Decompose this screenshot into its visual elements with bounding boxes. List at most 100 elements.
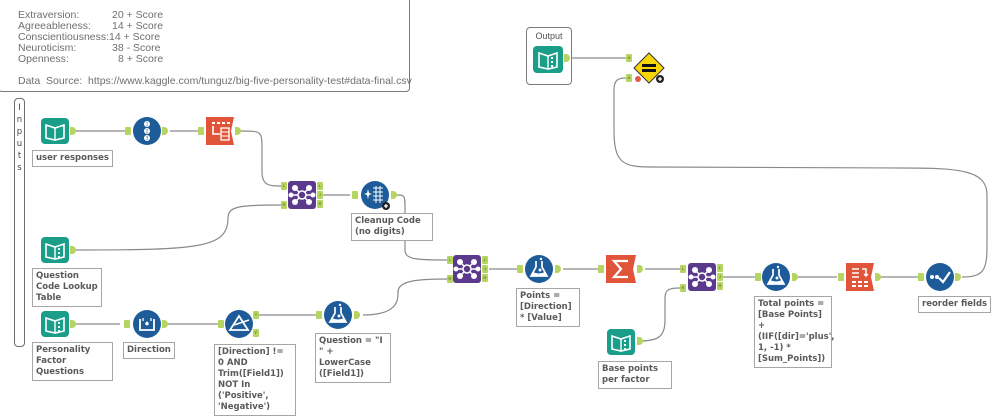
comment-line-openness: Openness:8 + Score [18,53,164,65]
svg-text:1: 1 [146,122,149,127]
join-icon [288,181,316,209]
svg-text:3: 3 [146,136,149,141]
crosstab-tool[interactable] [846,263,874,291]
join3-right-output-anchor[interactable]: R [717,282,723,290]
summarize-icon [606,255,636,283]
filter-true-anchor[interactable]: T [253,311,259,319]
formula-question-label: Question = "I " + LowerCase ([Field1]) [315,333,391,383]
formula-points-output-anchor[interactable] [555,265,561,273]
join3-join-output-anchor[interactable]: J [717,273,723,281]
cleanse-output-anchor[interactable] [391,191,397,199]
cleanse-input-anchor[interactable] [352,191,358,199]
join2-right-anchor[interactable]: R [447,275,453,283]
join1-right-output-anchor[interactable]: R [317,200,323,208]
formula-points-input-anchor[interactable] [517,265,523,273]
select-input-anchor[interactable] [918,273,924,281]
crosstab-output-anchor[interactable] [875,273,881,281]
join-icon [453,255,481,283]
join1-join-output-anchor[interactable]: J [317,191,323,199]
join-icon [688,263,716,291]
join2-left-output-anchor[interactable]: L [482,256,488,264]
join3-left-anchor[interactable]: L [680,265,686,273]
comment-line-conscientiousness: Conscientiousness:14 + Score [18,31,161,43]
join3-left-output-anchor[interactable]: L [717,264,723,272]
join2-join-output-anchor[interactable]: J [482,265,488,273]
record-id-input-anchor[interactable] [125,127,131,135]
question-lookup-output-anchor[interactable] [70,246,76,254]
summarize-output-anchor[interactable] [637,265,643,273]
inputs-letter: p [16,127,23,137]
filter-tool[interactable] [225,310,253,338]
formula-icon [762,263,790,291]
join1-tool[interactable] [288,181,316,209]
direction-tool[interactable] [133,310,161,338]
error-icon [635,76,641,82]
wire-lookup-to-join1-right [73,204,283,251]
join2-tool[interactable] [453,255,481,283]
svg-text:2: 2 [146,129,149,134]
select-tool[interactable] [926,263,954,291]
join2-left-anchor[interactable]: L [447,256,453,264]
direction-output-anchor[interactable] [162,320,168,328]
transpose-tool[interactable] [206,117,234,145]
personality-questions-output-anchor[interactable] [70,320,76,328]
user-responses-output-anchor[interactable] [70,127,76,135]
wire-transpose-to-join1-left [239,130,283,187]
cleanse-tool[interactable] [361,181,390,210]
crosstab-input-anchor[interactable] [838,273,844,281]
formula-points-tool[interactable] [525,255,553,283]
record-id-tool[interactable]: 1 2 3 [133,117,161,145]
join1-left-anchor[interactable]: L [281,182,287,190]
wire-formula-to-join2-right [362,278,450,316]
summarize-input-anchor[interactable] [598,265,604,273]
base-points-output-anchor[interactable] [637,337,643,345]
formula-points-label: Points = [Direction] * [Value] [516,288,580,327]
wire-select-to-test [613,77,988,278]
data-source-text: Data Source: https://www.kaggle.com/tung… [18,75,412,87]
join1-left-output-anchor[interactable]: L [317,182,323,190]
filter-icon [225,310,253,338]
user-responses-tool[interactable] [41,117,69,145]
output-input-data-tool[interactable] [533,44,563,74]
formula-question-input-anchor[interactable] [316,311,322,319]
transpose-input-anchor[interactable] [198,127,204,135]
filter-input-anchor[interactable] [218,320,224,328]
test-tool[interactable] [633,52,665,84]
base-points-tool[interactable] [607,328,635,356]
direction-input-anchor[interactable] [124,320,130,328]
personality-questions-tool[interactable] [41,310,69,338]
inputs-letter: t [17,151,22,161]
comment-box[interactable] [0,0,410,92]
input-data-icon [533,46,563,73]
filter-false-anchor[interactable]: F [253,329,259,337]
record-id-output-anchor[interactable] [162,127,168,135]
join2-right-output-anchor[interactable]: R [482,274,488,282]
test-input-anchor-1[interactable]: # [626,54,632,62]
test-icon [633,52,665,84]
formula-question-tool[interactable] [324,301,352,329]
comment-line-neuroticism: Neuroticism:38 - Score [18,42,161,54]
comment-line-agreeableness: Agreeableness:14 + Score [18,20,164,32]
formula-total-output-anchor[interactable] [792,273,798,281]
cleanse-label: Cleanup Code (no digits) [351,213,433,241]
question-lookup-label: Question Code Lookup Table [32,268,102,307]
user-responses-label: user responses [32,150,113,167]
question-lookup-tool[interactable] [41,236,69,264]
join3-tool[interactable] [688,263,716,291]
summarize-tool[interactable] [606,255,636,283]
output-container-title: Output [535,31,563,41]
join3-right-anchor[interactable]: R [680,284,686,292]
test-input-anchor-2[interactable]: # [626,74,632,82]
transpose-output-anchor[interactable] [235,127,241,135]
formula-total-tool[interactable] [762,263,790,291]
select-output-anchor[interactable] [955,273,961,281]
inputs-container[interactable]: I n p u t s [14,98,25,347]
join1-right-anchor[interactable]: R [281,201,287,209]
formula-total-input-anchor[interactable] [755,273,761,281]
inputs-letter: s [17,163,22,173]
output-anchor[interactable] [564,54,570,62]
formula-question-output-anchor[interactable] [354,311,360,319]
comment-line-extraversion: Extraversion:20 + Score [18,9,164,21]
inputs-letter: n [16,115,23,125]
